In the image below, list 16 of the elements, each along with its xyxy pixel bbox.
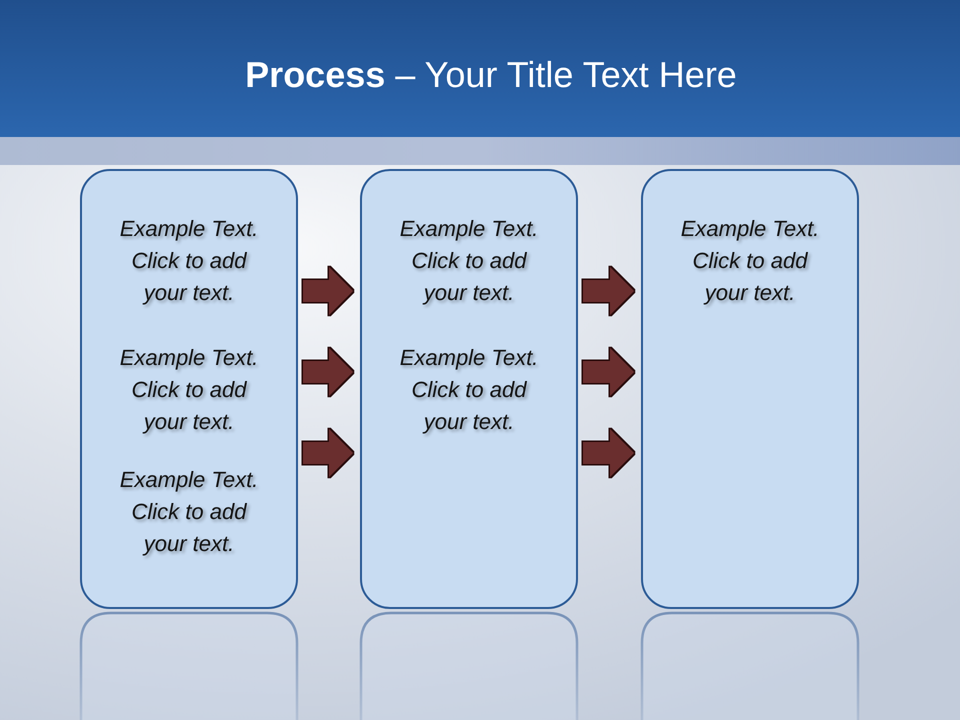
body-text: Example Text. Click to add your text. xyxy=(398,215,540,307)
body-text: Example Text. Click to add your text. xyxy=(398,344,540,436)
block-arrow xyxy=(303,348,353,396)
block-arrow xyxy=(583,429,634,477)
body-text: Example Text. Click to add your text. xyxy=(118,215,260,307)
body-text: Example Text. Click to add your text. xyxy=(118,344,260,436)
slide-title: Process – Your Title Text Here xyxy=(245,53,737,97)
process-box xyxy=(641,169,859,609)
process-box xyxy=(80,169,298,609)
block-arrow xyxy=(583,348,634,396)
process-box xyxy=(360,169,578,609)
body-text: Example Text. Click to add your text. xyxy=(680,215,820,307)
body-text: Example Text. Click to add your text. xyxy=(118,466,260,558)
block-arrow xyxy=(303,429,353,477)
block-arrow xyxy=(303,267,353,315)
block-arrow xyxy=(583,267,634,315)
